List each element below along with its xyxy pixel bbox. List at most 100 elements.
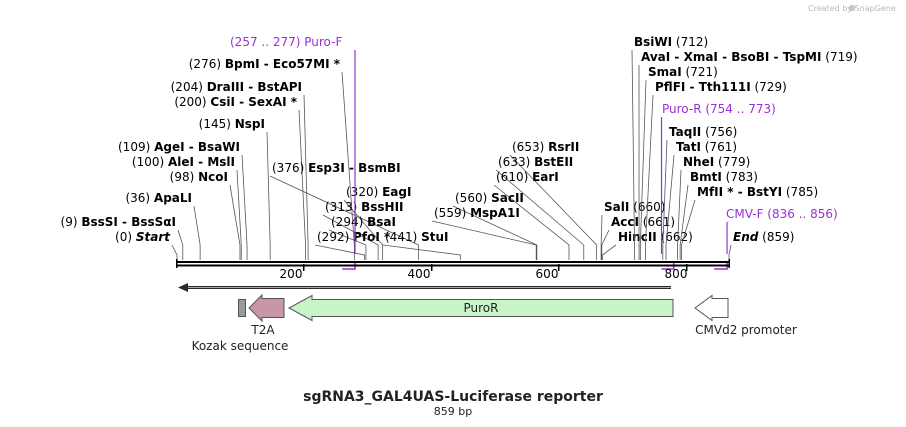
- site-csii: (200) CsiI - SexAI *: [174, 95, 306, 260]
- ruler-tick-800: 800: [665, 264, 688, 281]
- site-label: End (859): [733, 230, 794, 244]
- site-label: (9) BssSI - BssSαI: [61, 215, 176, 229]
- site-position: (145): [199, 117, 235, 131]
- site-enzyme-name: BpmI - Eco57MI *: [225, 57, 341, 71]
- site-position: (200): [174, 95, 210, 109]
- start-cap: [176, 259, 178, 268]
- site-start: (0) Start: [115, 230, 178, 260]
- site-enzyme-name: SmaI: [648, 65, 682, 79]
- orf-arrowhead-icon: [178, 283, 188, 292]
- primer-puro-r: Puro-R (754 .. 773): [660, 102, 776, 270]
- site-enzyme-name: TatI: [676, 140, 701, 154]
- site-label: (200) CsiI - SexAI *: [174, 95, 297, 109]
- t2a-arrow: [248, 293, 285, 323]
- site-leader-line: [431, 220, 537, 260]
- site-label: (36) ApaLI: [125, 191, 192, 205]
- puror-arrow: [287, 294, 674, 322]
- site-enzyme-name: RsrII: [548, 140, 579, 154]
- feature-t2a: T2A: [248, 293, 285, 337]
- site-label: (292) PfoI *: [317, 230, 391, 244]
- feature-puror: PuroR: [287, 294, 674, 322]
- site-enzyme-name: Esp3I - BsmBI: [308, 161, 400, 175]
- site-enzyme-name: EagI: [382, 185, 411, 199]
- site-position: (633): [498, 155, 534, 169]
- site-bsshii: (313) BssHII: [322, 200, 404, 260]
- site-nspi: (145) NspI: [199, 117, 271, 260]
- site-label: (441) StuI: [385, 230, 448, 244]
- site-position: (9): [61, 215, 82, 229]
- site-leader-line: [681, 199, 696, 260]
- site-enzyme-name: AgeI - BsaWI: [154, 140, 240, 154]
- primer-range: (754 .. 773): [705, 102, 775, 116]
- primer-puro-f: (257 .. 277) Puro-F: [230, 35, 356, 270]
- site-leader-line: [177, 229, 184, 260]
- site-label: BmtI (783): [690, 170, 758, 184]
- site-pfoi: (292) PfoI *: [314, 230, 391, 260]
- kozak-box: [238, 299, 246, 317]
- site-enzyme-name: BssHII: [361, 200, 403, 214]
- ruler-tick-600: 600: [536, 264, 560, 281]
- site-enzyme-name: EarI: [532, 170, 559, 184]
- orf-arrow: [178, 283, 671, 292]
- site-bsiwi: BsiWI (712): [631, 35, 708, 260]
- site-label: AccI (661): [611, 215, 675, 229]
- site-avai: AvaI - XmaI - BsoBI - TspMI (719): [638, 50, 858, 260]
- restriction-sites: (0) Start(9) BssSI - BssSαI (36) ApaLI (98…: [61, 35, 858, 260]
- site-pflfi: PflFI - Tth111I (729): [645, 80, 787, 260]
- site-position: (761): [701, 140, 737, 154]
- site-sacii: (560) SacII: [452, 191, 538, 260]
- site-enzyme-name: CsiI - SexAI *: [210, 95, 297, 109]
- site-enzyme-name: End: [733, 230, 759, 244]
- site-rsrii: (653) RsrII: [509, 140, 598, 260]
- puror-label: PuroR: [464, 301, 499, 315]
- primer-label: Puro-R (754 .. 773): [662, 102, 776, 116]
- site-hincii: HincII (662): [602, 230, 693, 260]
- site-enzyme-name: SacII: [491, 191, 524, 205]
- site-enzyme-name: TaqII: [669, 125, 701, 139]
- site-leader-line: [601, 229, 610, 260]
- site-label: (320) EagI: [346, 185, 411, 199]
- site-label: (559) MspA1I: [434, 206, 520, 220]
- site-label: HincII (662): [618, 230, 693, 244]
- site-leader-line: [266, 131, 271, 260]
- site-position: (729): [751, 80, 787, 94]
- site-bsssi: (9) BssSI - BssSαI: [61, 215, 184, 260]
- site-enzyme-name: SalI: [604, 200, 629, 214]
- site-position: (653): [512, 140, 548, 154]
- site-position: (36): [125, 191, 153, 205]
- map-length: 859 bp: [434, 405, 472, 418]
- site-leader-line: [495, 169, 585, 260]
- site-position: (559): [434, 206, 470, 220]
- site-ncoi: (98) NcoI: [170, 170, 241, 260]
- site-leader-line: [665, 154, 675, 260]
- site-alei: (100) AleI - MslI: [132, 155, 242, 260]
- ruler-tick-200: 200: [280, 264, 305, 281]
- ruler: 200 400 600 800: [280, 264, 688, 281]
- primer-label: CMV-F (836 .. 856): [726, 207, 838, 221]
- site-nhei: NheI (779): [677, 155, 750, 260]
- site-end: End (859): [728, 230, 794, 260]
- site-position: (783): [722, 170, 758, 184]
- site-enzyme-name: NheI: [683, 155, 714, 169]
- site-leader-line: [328, 229, 367, 260]
- site-enzyme-name: Start: [136, 230, 171, 244]
- site-enzyme-name: BsaI: [367, 215, 396, 229]
- site-position: (785): [782, 185, 818, 199]
- site-position: (859): [758, 230, 794, 244]
- site-label: AvaI - XmaI - BsoBI - TspMI (719): [641, 50, 858, 64]
- ruler-label: 400: [408, 267, 431, 281]
- site-label: (276) BpmI - Eco57MI *: [189, 57, 341, 71]
- site-leader-line: [728, 244, 732, 260]
- primer-range: (836 .. 856): [767, 207, 837, 221]
- site-label: (100) AleI - MslI: [132, 155, 235, 169]
- site-mspa1i: (559) MspA1I: [431, 206, 537, 260]
- site-leader-line: [298, 109, 306, 260]
- site-leader-line: [602, 244, 617, 260]
- site-leader-line: [343, 199, 384, 260]
- site-stui: (441) StuI: [382, 230, 461, 260]
- site-label: (98) NcoI: [170, 170, 228, 184]
- feature-cmvd2-promoter: CMVd2 promoter: [694, 294, 797, 337]
- site-eari: (610) EarI: [493, 170, 570, 260]
- site-enzyme-name: MfII * - BstYI: [697, 185, 782, 199]
- site-esp3i: (376) Esp3I - BsmBI: [269, 161, 420, 260]
